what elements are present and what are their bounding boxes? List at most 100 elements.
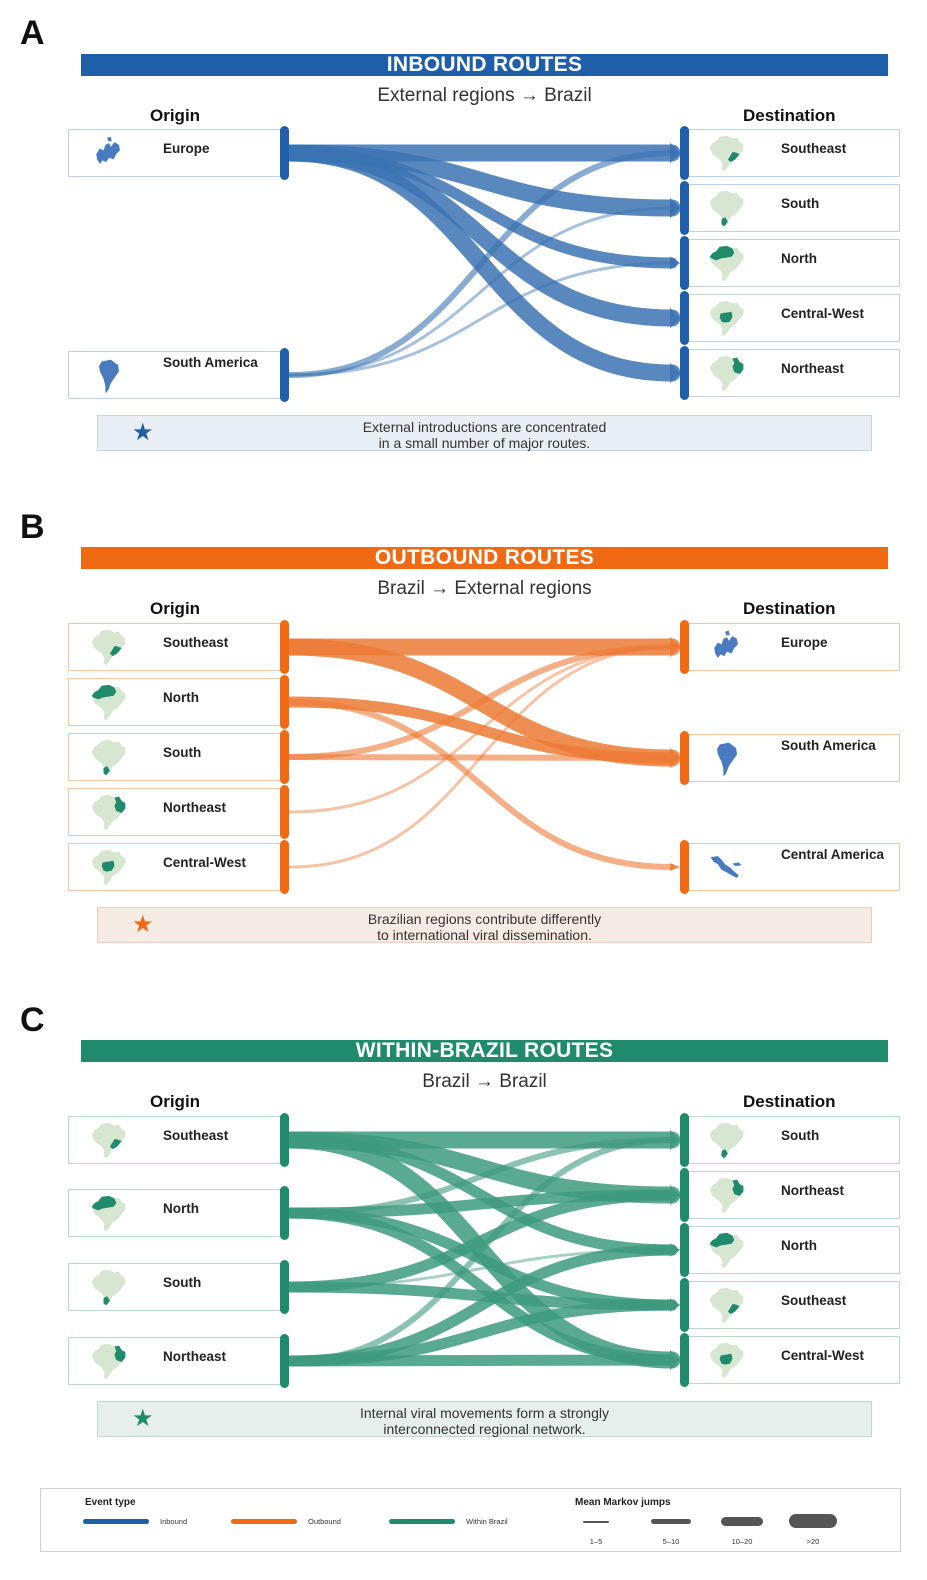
inbound-destination-header: Destination [743, 106, 836, 125]
star-icon: ★ [132, 419, 154, 446]
origin-node-north: North [68, 678, 282, 726]
origin-label-northeast: Northeast [163, 1349, 227, 1364]
brazil-southeast-map-icon [709, 1287, 744, 1324]
origin-label-southeast: Southeast [163, 1128, 229, 1143]
brazil-southeast-map-icon [91, 1122, 126, 1159]
europe-map-icon [714, 630, 738, 658]
flow-north-to-central-west [284, 1207, 678, 1366]
origin-node-central-west: Central-West [68, 843, 282, 891]
flow-south-to-northeast [284, 1189, 678, 1293]
destination-node-northeast: Northeast [686, 349, 900, 397]
within-note: ★ Internal viral movements form a strong… [97, 1401, 872, 1437]
origin-label-central-west: Central-West [163, 855, 247, 870]
inbound-flow-diagram [281, 142, 681, 384]
origin-anchor-bar-southeast [280, 620, 289, 674]
brazil-southeast-map-icon [709, 135, 744, 172]
origin-label-north: North [163, 690, 199, 705]
legend-jump-gt20-label: >20 [806, 1537, 820, 1546]
origin-anchor-bar-central-west [280, 840, 289, 894]
legend-inbound-label: Inbound [160, 1517, 188, 1526]
legend-event-type-title: Event type [85, 1497, 136, 1508]
destination-anchor-bar-central-west [680, 1333, 689, 1387]
flow-south-america-to-south [288, 206, 674, 377]
origin-node-northeast: Northeast [68, 788, 282, 836]
destination-node-north: North [686, 239, 900, 287]
destination-node-south-america: South America [686, 734, 900, 782]
destination-label-north: North [781, 1238, 817, 1253]
origin-node-northeast: Northeast [68, 1337, 282, 1385]
inbound-note: ★ External introductions are concentrate… [97, 415, 872, 451]
destination-label-south: South [781, 196, 820, 211]
destination-anchor-bar-northeast [680, 1168, 689, 1222]
origin-label-south-america: South America [163, 355, 258, 370]
origin-label-north: North [163, 1201, 199, 1216]
destination-node-south: South [686, 184, 900, 232]
legend-jump-10-20-label: 10–20 [731, 1537, 753, 1546]
origin-label-southeast: Southeast [163, 635, 229, 650]
destination-anchor-bar-central-west [680, 291, 689, 345]
inbound-note-text: External introductions are concentrated … [362, 419, 607, 451]
destination-label-central-west: Central-West [781, 1348, 865, 1363]
brazil-north-map-icon [91, 684, 126, 721]
destination-node-europe: Europe [686, 623, 900, 671]
panel-letter-b: B [20, 508, 45, 546]
within-banner: WITHIN-BRAZIL ROUTES [81, 1040, 888, 1062]
flow-arrowhead [670, 307, 680, 329]
flow-north-to-central-america [287, 699, 675, 870]
brazil-southeast-map-icon [91, 629, 126, 666]
destination-anchor-bar-central-america [680, 840, 689, 894]
origin-node-north: North [68, 1189, 282, 1237]
flow-northeast-to-south [287, 1137, 675, 1364]
brazil-north-map-icon [709, 1232, 744, 1269]
flow-south-america-to-north [288, 261, 674, 377]
outbound-subtitle: Brazil → External regions [377, 578, 592, 599]
destination-node-north: North [686, 1226, 900, 1274]
destination-node-southeast: Southeast [686, 129, 900, 177]
brazil-south-map-icon [709, 1122, 744, 1159]
origin-anchor-bar-south [280, 1260, 289, 1314]
origin-anchor-bar-europe [280, 126, 289, 180]
within-flow-diagram [281, 1129, 681, 1371]
brazil-south-map-icon [91, 739, 126, 776]
south-america-map-icon [717, 742, 737, 777]
within-origin-header: Origin [150, 1092, 201, 1111]
brazil-northeast-map-icon [709, 355, 744, 392]
destination-anchor-bar-south [680, 1113, 689, 1167]
within-destination-header: Destination [743, 1092, 836, 1111]
south-america-map-icon [99, 359, 119, 394]
flow-central-west-to-europe [288, 645, 674, 869]
origin-node-south: South [68, 733, 282, 781]
flow-arrowhead [670, 1188, 680, 1202]
flow-arrowhead [670, 863, 680, 871]
destination-anchor-bar-southeast [680, 1278, 689, 1332]
legend-inbound-swatch [83, 1519, 149, 1524]
destination-label-central-west: Central-West [781, 306, 865, 321]
legend-jumps-title: Mean Markov jumps [575, 1497, 671, 1508]
flow-south-to-south-america [287, 754, 675, 761]
brazil-north-map-icon [91, 1195, 126, 1232]
flow-arrowhead [670, 1243, 680, 1257]
destination-node-southeast: Southeast [686, 1281, 900, 1329]
inbound-banner: INBOUND ROUTES [81, 54, 888, 76]
panel-letter-c: C [20, 1001, 45, 1039]
destination-anchor-bar-north [680, 1223, 689, 1277]
origin-node-south: South [68, 1263, 282, 1311]
flow-arrowhead [670, 362, 680, 384]
destination-label-south: South [781, 1128, 820, 1143]
flow-arrowhead [670, 1136, 680, 1144]
flow-northeast-to-europe [288, 645, 674, 814]
destination-node-south: South [686, 1116, 900, 1164]
legend-within-label: Within Brazil [466, 1517, 508, 1526]
legend-outbound-label: Outbound [308, 1517, 341, 1526]
brazil-central-west-map-icon [91, 849, 126, 886]
origin-anchor-bar-southeast [280, 1113, 289, 1167]
panel-letter-a: A [20, 14, 45, 52]
within-subtitle: Brazil → Brazil [422, 1071, 547, 1092]
brazil-south-map-icon [91, 1269, 126, 1306]
flow-south-to-europe [287, 644, 675, 760]
legend-jump-5-10-label: 5–10 [662, 1537, 680, 1546]
destination-node-central-west: Central-West [686, 294, 900, 342]
destination-node-central-west: Central-West [686, 1336, 900, 1384]
flow-arrowhead [670, 754, 680, 762]
origin-label-south: South [163, 745, 202, 760]
